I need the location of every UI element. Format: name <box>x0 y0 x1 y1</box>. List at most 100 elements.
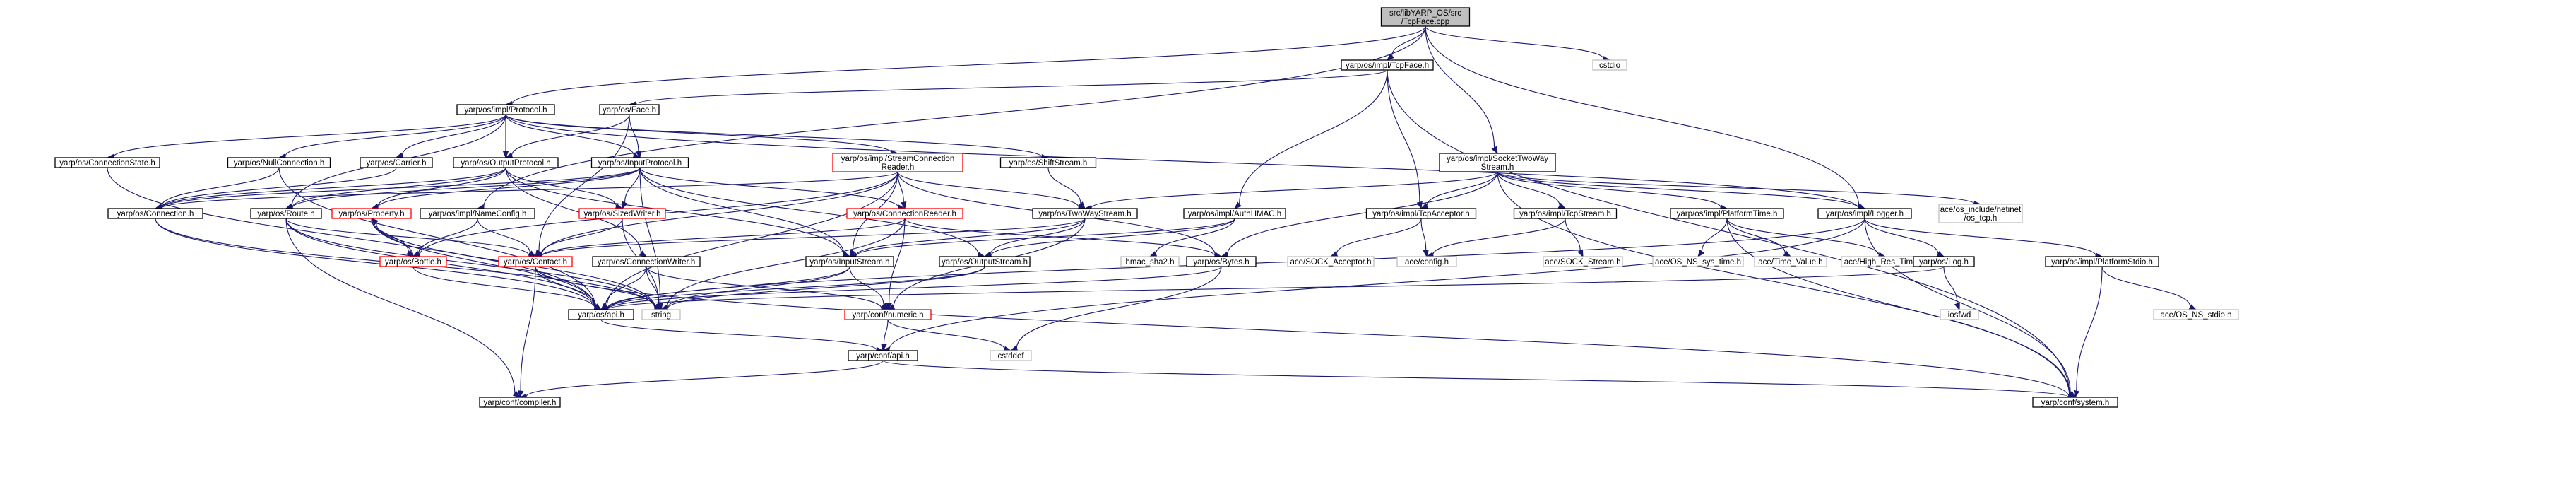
edge-tcpacceptor_h-to-ace_config <box>1420 218 1429 258</box>
node-system-h[interactable]: yarp/conf/system.h <box>2032 397 2118 408</box>
node-box <box>1380 7 1471 27</box>
node-label: ace/SOCK_Stream.h <box>1545 258 1620 267</box>
node-authhmac-h[interactable]: yarp/os/impl/AuthHMAC.h <box>1183 208 1286 219</box>
node-label: src/libYARP_OS/src <box>1389 9 1461 18</box>
node-tcpacceptor-h[interactable]: yarp/os/impl/TcpAcceptor.h <box>1365 208 1477 219</box>
node-box <box>599 104 660 115</box>
node-inproto-h[interactable]: yarp/os/InputProtocol.h <box>590 157 689 168</box>
node-label: Reader.h <box>882 163 915 172</box>
edge-socket2way_h-to-tcpacceptor_h <box>1420 171 1498 209</box>
edge-protocol_h-to-connstate_h <box>106 114 506 160</box>
edge-contact_h-to-compiler_h <box>517 266 536 399</box>
node-label: yarp/os/Route.h <box>257 210 314 218</box>
node-protocol-h[interactable]: yarp/os/impl/Protocol.h <box>456 104 555 115</box>
node-sizedwriter-h[interactable]: yarp/os/SizedWriter.h <box>578 208 666 219</box>
node-box <box>1670 208 1784 219</box>
node-label: cstdio <box>1599 62 1620 70</box>
node-label: yarp/os/impl/SocketTwoWay <box>1447 155 1548 163</box>
edge-outproto_h-to-connwriter_h <box>505 167 648 257</box>
node-property-h[interactable]: yarp/os/Property.h <box>331 208 412 219</box>
node-face-h[interactable]: yarp/os/Face.h <box>599 104 660 115</box>
node-tcpstream-h[interactable]: yarp/os/impl/TcpStream.h <box>1513 208 1618 219</box>
edge-protocol_h-to-nullconn_h <box>278 114 506 160</box>
edge-platformtime_h-to-ace_time_value <box>1726 218 1792 257</box>
node-label: hmac_sha2.h <box>1125 258 1174 267</box>
node-box <box>1940 309 1979 320</box>
node-box <box>805 256 894 267</box>
node-connreader-h[interactable]: yarp/os/ConnectionReader.h <box>846 208 963 219</box>
node-api-h[interactable]: yarp/os/api.h <box>568 309 634 320</box>
node-bottle-h[interactable]: yarp/os/Bottle.h <box>379 256 447 267</box>
node-nullconn-h[interactable]: yarp/os/NullConnection.h <box>227 157 331 168</box>
node-shiftstream-h[interactable]: yarp/os/ShiftStream.h <box>999 157 1097 168</box>
node-numeric-h[interactable]: yarp/conf/numeric.h <box>844 309 932 320</box>
node-conf-api-h[interactable]: yarp/conf/api.h <box>848 350 918 361</box>
node-connstate-h[interactable]: yarp/os/ConnectionState.h <box>54 157 160 168</box>
node-twoway-h[interactable]: yarp/os/TwoWayStream.h <box>1032 208 1138 219</box>
node-box <box>1652 256 1744 267</box>
edge-nameconfig_h-to-contact_h <box>477 218 537 257</box>
edge-bytes_h-to-api_h <box>600 266 1222 312</box>
node-logger-h[interactable]: yarp/os/impl/Logger.h <box>1817 208 1912 219</box>
node-contact-h[interactable]: yarp/os/Contact.h <box>498 256 573 267</box>
node-label: yarp/os/Bytes.h <box>1193 258 1249 267</box>
node-tcpface-h[interactable]: yarp/os/impl/TcpFace.h <box>1341 59 1434 71</box>
node-label: yarp/os/impl/TcpStream.h <box>1519 210 1611 218</box>
node-box <box>227 157 331 168</box>
node-label: yarp/os/ConnectionState.h <box>59 159 155 168</box>
edge-bytes_h-to-cstddef <box>1009 266 1222 351</box>
node-label: ace/OS_NS_stdio.h <box>2160 311 2231 320</box>
node-box <box>379 256 447 267</box>
node-label: yarp/conf/system.h <box>2041 399 2110 407</box>
node-ace-high-res: ace/High_Res_Timer.h <box>1841 256 1930 267</box>
node-label: yarp/os/Face.h <box>603 106 656 115</box>
node-box <box>590 157 689 168</box>
node-label: yarp/os/InputStream.h <box>809 258 889 267</box>
node-label: /os_tcp.h <box>1964 214 1998 223</box>
node-box <box>999 157 1097 168</box>
edge-connwriter_h-to-string <box>646 266 662 311</box>
node-box <box>1186 256 1257 267</box>
node-bytes-h[interactable]: yarp/os/Bytes.h <box>1186 256 1257 267</box>
node-connection-h[interactable]: yarp/os/Connection.h <box>107 208 203 219</box>
node-label: yarp/os/OutputStream.h <box>942 258 1028 267</box>
node-box <box>2153 309 2239 320</box>
node-box <box>1543 256 1623 267</box>
nodes-layer: src/libYARP_OS/src/TcpFace.cpp yarp/os/im… <box>54 7 2239 408</box>
edge-tcpface_h-to-tcpacceptor_h <box>1387 69 1423 210</box>
node-platformtime-h[interactable]: yarp/os/impl/PlatformTime.h <box>1670 208 1784 219</box>
edge-nameconfig_h-to-bottle_h <box>412 218 478 257</box>
node-log-h[interactable]: yarp/os/Log.h <box>1913 256 1975 267</box>
node-box <box>578 208 666 219</box>
node-box <box>846 208 963 219</box>
node-root[interactable]: src/libYARP_OS/src/TcpFace.cpp <box>1380 7 1471 27</box>
node-box <box>1938 204 2023 223</box>
edge-instream_h-to-numeric_h <box>849 266 889 311</box>
node-label: yarp/conf/api.h <box>856 352 909 361</box>
edge-protocol_h-to-carrier_h <box>395 114 506 158</box>
node-route-h[interactable]: yarp/os/Route.h <box>250 208 322 219</box>
node-carrier-h[interactable]: yarp/os/Carrier.h <box>360 157 433 168</box>
node-outproto-h[interactable]: yarp/os/OutputProtocol.h <box>453 157 559 168</box>
node-label: yarp/os/impl/StreamConnection <box>841 155 954 163</box>
node-compiler-h[interactable]: yarp/conf/compiler.h <box>479 397 561 408</box>
node-box <box>250 208 322 219</box>
node-box <box>1754 256 1827 267</box>
node-connwriter-h[interactable]: yarp/os/ConnectionWriter.h <box>592 256 701 267</box>
edge-logger_h-to-platformstdio_h <box>1864 218 2103 259</box>
edge-face_h-to-inproto_h <box>629 114 641 159</box>
node-label: Stream.h <box>1481 163 1514 172</box>
node-platformstdio-h[interactable]: yarp/os/impl/PlatformStdio.h <box>2045 256 2159 267</box>
node-box <box>456 104 555 115</box>
edge-socket2way_h-to-twoway_h <box>1084 171 1498 211</box>
node-instream-h[interactable]: yarp/os/InputStream.h <box>805 256 894 267</box>
edge-connreader_h-to-numeric_h <box>886 218 906 311</box>
edge-authhmac_h-to-instream_h <box>848 218 1235 259</box>
node-nameconfig-h[interactable]: yarp/os/impl/NameConfig.h <box>420 208 535 219</box>
node-outstream-h[interactable]: yarp/os/OutputStream.h <box>939 256 1031 267</box>
edge-log_h-to-iosfwd <box>1943 266 1960 311</box>
node-box <box>1439 153 1556 172</box>
edge-bottle_h-to-property_h <box>370 218 414 257</box>
